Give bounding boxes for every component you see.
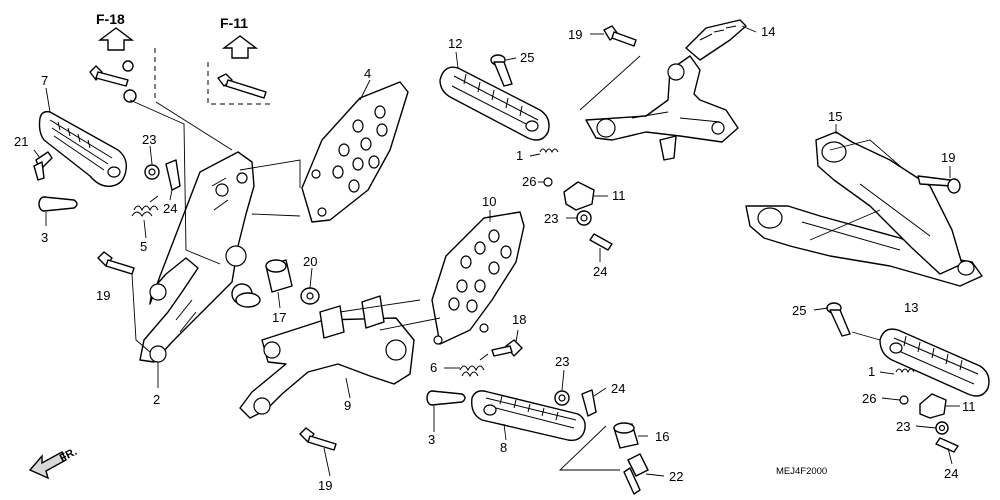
bracket-9 [239,295,415,419]
callout-3: 3 [41,230,48,245]
bolt-upper-left [89,60,137,103]
bolt-19-left [97,251,135,275]
callout-19: 19 [318,478,332,493]
bolt-25-lower [826,302,851,337]
callout-9: 9 [344,398,351,413]
callout-16: 16 [655,429,669,444]
bushing-17 [265,259,293,293]
spring-1-upper [539,148,559,154]
spring-1-lower [895,368,915,374]
bolt-3-left [38,196,78,212]
footpeg-12 [439,66,550,141]
bracket-upper-right [585,55,739,161]
callout-5: 5 [140,239,147,254]
callout-24: 24 [611,381,625,396]
callout-11: 11 [962,399,976,414]
ball-26-lower [899,395,909,405]
bolt-25-upper [490,54,513,87]
up-arrow-icon [97,27,135,51]
clip-24-bottom [581,389,597,417]
bolt-19-top [603,25,637,47]
callout-19: 19 [568,27,582,42]
callout-14: 14 [761,24,775,39]
callout-4: 4 [364,66,371,81]
heel-plate-4 [301,81,409,223]
ref-f11[interactable]: F-11 [220,15,259,59]
bolt-22 [623,453,649,495]
washer-20 [300,287,320,305]
callout-23: 23 [896,419,910,434]
callout-7: 7 [41,73,48,88]
heel-plate-10 [431,211,525,345]
callout-19: 19 [96,288,110,303]
ball-26-upper [543,177,553,187]
nut-23-bottom [554,390,570,406]
callout-8: 8 [500,440,507,455]
callout-labels: 7 21 3 23 24 5 19 2 4 20 17 12 25 1 26 1… [14,24,976,493]
plate-11-upper [563,181,595,211]
clip-24-upper [589,233,613,251]
front-arrow-icon [28,451,67,480]
leader-lines [33,25,960,477]
callout-20: 20 [303,254,317,269]
callout-22: 22 [669,469,683,484]
callout-17: 17 [272,310,286,325]
nut-23-upper [576,210,592,226]
callout-6: 6 [430,360,437,375]
ref-f18-label: F-18 [96,11,125,27]
footpeg-8 [471,390,586,442]
clip-24-left [165,159,181,191]
callout-18: 18 [512,312,526,327]
ref-f11-label: F-11 [220,15,248,31]
part-21-pin [33,151,53,181]
bolt-19-right [917,175,961,194]
heel-guard-14 [685,19,747,61]
spring-6 [459,353,489,378]
ref-f18[interactable]: F-18 [96,11,135,51]
nut-23-lower [935,421,949,435]
callout-24: 24 [593,264,607,279]
callout-23: 23 [142,132,156,147]
callout-25: 25 [792,303,806,318]
bolt-19-bottom [299,427,337,451]
footpeg-13 [879,328,990,397]
callout-15: 15 [828,109,842,124]
collar-16 [613,422,639,449]
front-indicator: FR. [28,446,79,480]
clip-24-lower [935,437,959,453]
callout-1: 1 [868,364,875,379]
callout-23: 23 [555,354,569,369]
callout-21: 21 [14,134,28,149]
diagram-code: MEJ4F2000 [776,466,827,477]
callout-11: 11 [612,188,626,203]
bolt-f11 [217,73,267,99]
bolt-18 [491,339,523,357]
bracket-2 [139,151,261,363]
callout-13: 13 [904,300,918,315]
callout-25: 25 [520,50,534,65]
callout-26: 26 [862,391,876,406]
nut-23-left [144,164,160,180]
bracket-15 [745,131,983,287]
callout-10: 10 [482,194,496,209]
callout-12: 12 [448,36,462,51]
ref-dash-box [207,62,270,105]
callout-26: 26 [522,174,536,189]
callout-23: 23 [544,211,558,226]
callout-24: 24 [944,466,958,481]
footpeg-7 [38,110,128,187]
callout-24: 24 [163,201,177,216]
front-label: FR. [58,446,79,465]
callout-2: 2 [153,392,160,407]
spring-5 [131,195,159,217]
bolt-3-center [426,390,466,406]
callout-19: 19 [941,150,955,165]
callout-1: 1 [516,148,523,163]
plate-11-lower [919,393,947,419]
callout-3: 3 [428,432,435,447]
up-arrow-icon [221,35,259,59]
